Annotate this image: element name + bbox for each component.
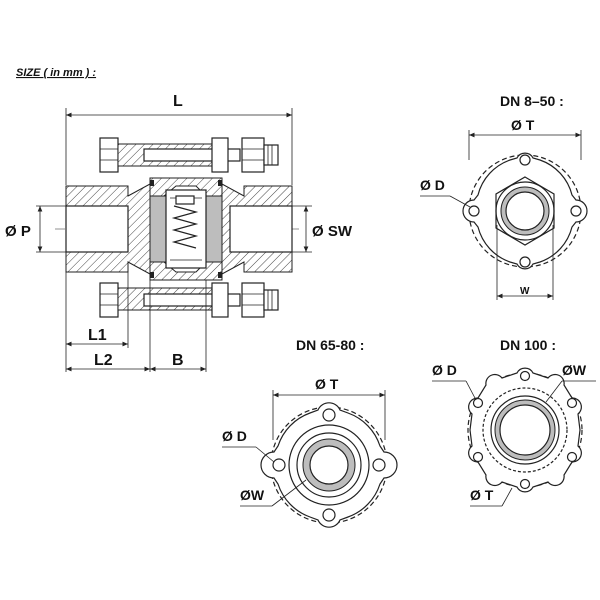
label-p: Ø P [5,223,31,240]
label-d-dn8-50: Ø D [420,177,445,193]
label-t-dn100: Ø T [470,487,494,503]
label-d-dn100: Ø D [432,362,457,378]
view-title-dn8-50: DN 8–50 : [500,93,564,109]
label-w-dn8-50: W [520,286,530,297]
label-b: B [172,352,184,369]
view-dn100: DN 100 : Ø D ØW Ø T [432,337,596,507]
size-note: SIZE ( in mm ) : [16,67,96,79]
dimensions: L Ø P Ø SW L1 L2 B [5,93,353,372]
label-l1: L1 [88,327,107,344]
view-title-dn65-80: DN 65-80 : [296,337,364,353]
section-view [55,137,300,318]
label-w-dn100: ØW [562,362,587,378]
view-dn65-80: DN 65-80 : Ø T Ø D ØW [222,337,398,528]
view-title-dn100: DN 100 : [500,337,556,353]
label-w-dn65-80: ØW [240,487,265,503]
label-t-dn8-50: Ø T [511,117,535,133]
label-t-dn65-80: Ø T [315,376,339,392]
bottom-bolt [99,282,279,318]
view-dn8-50: DN 8–50 : Ø T Ø D W [420,93,588,300]
label-l2: L2 [94,352,113,369]
label-l: L [173,93,183,110]
label-d-dn65-80: Ø D [222,428,247,444]
label-sw: Ø SW [312,223,353,240]
top-bolt [99,137,279,173]
